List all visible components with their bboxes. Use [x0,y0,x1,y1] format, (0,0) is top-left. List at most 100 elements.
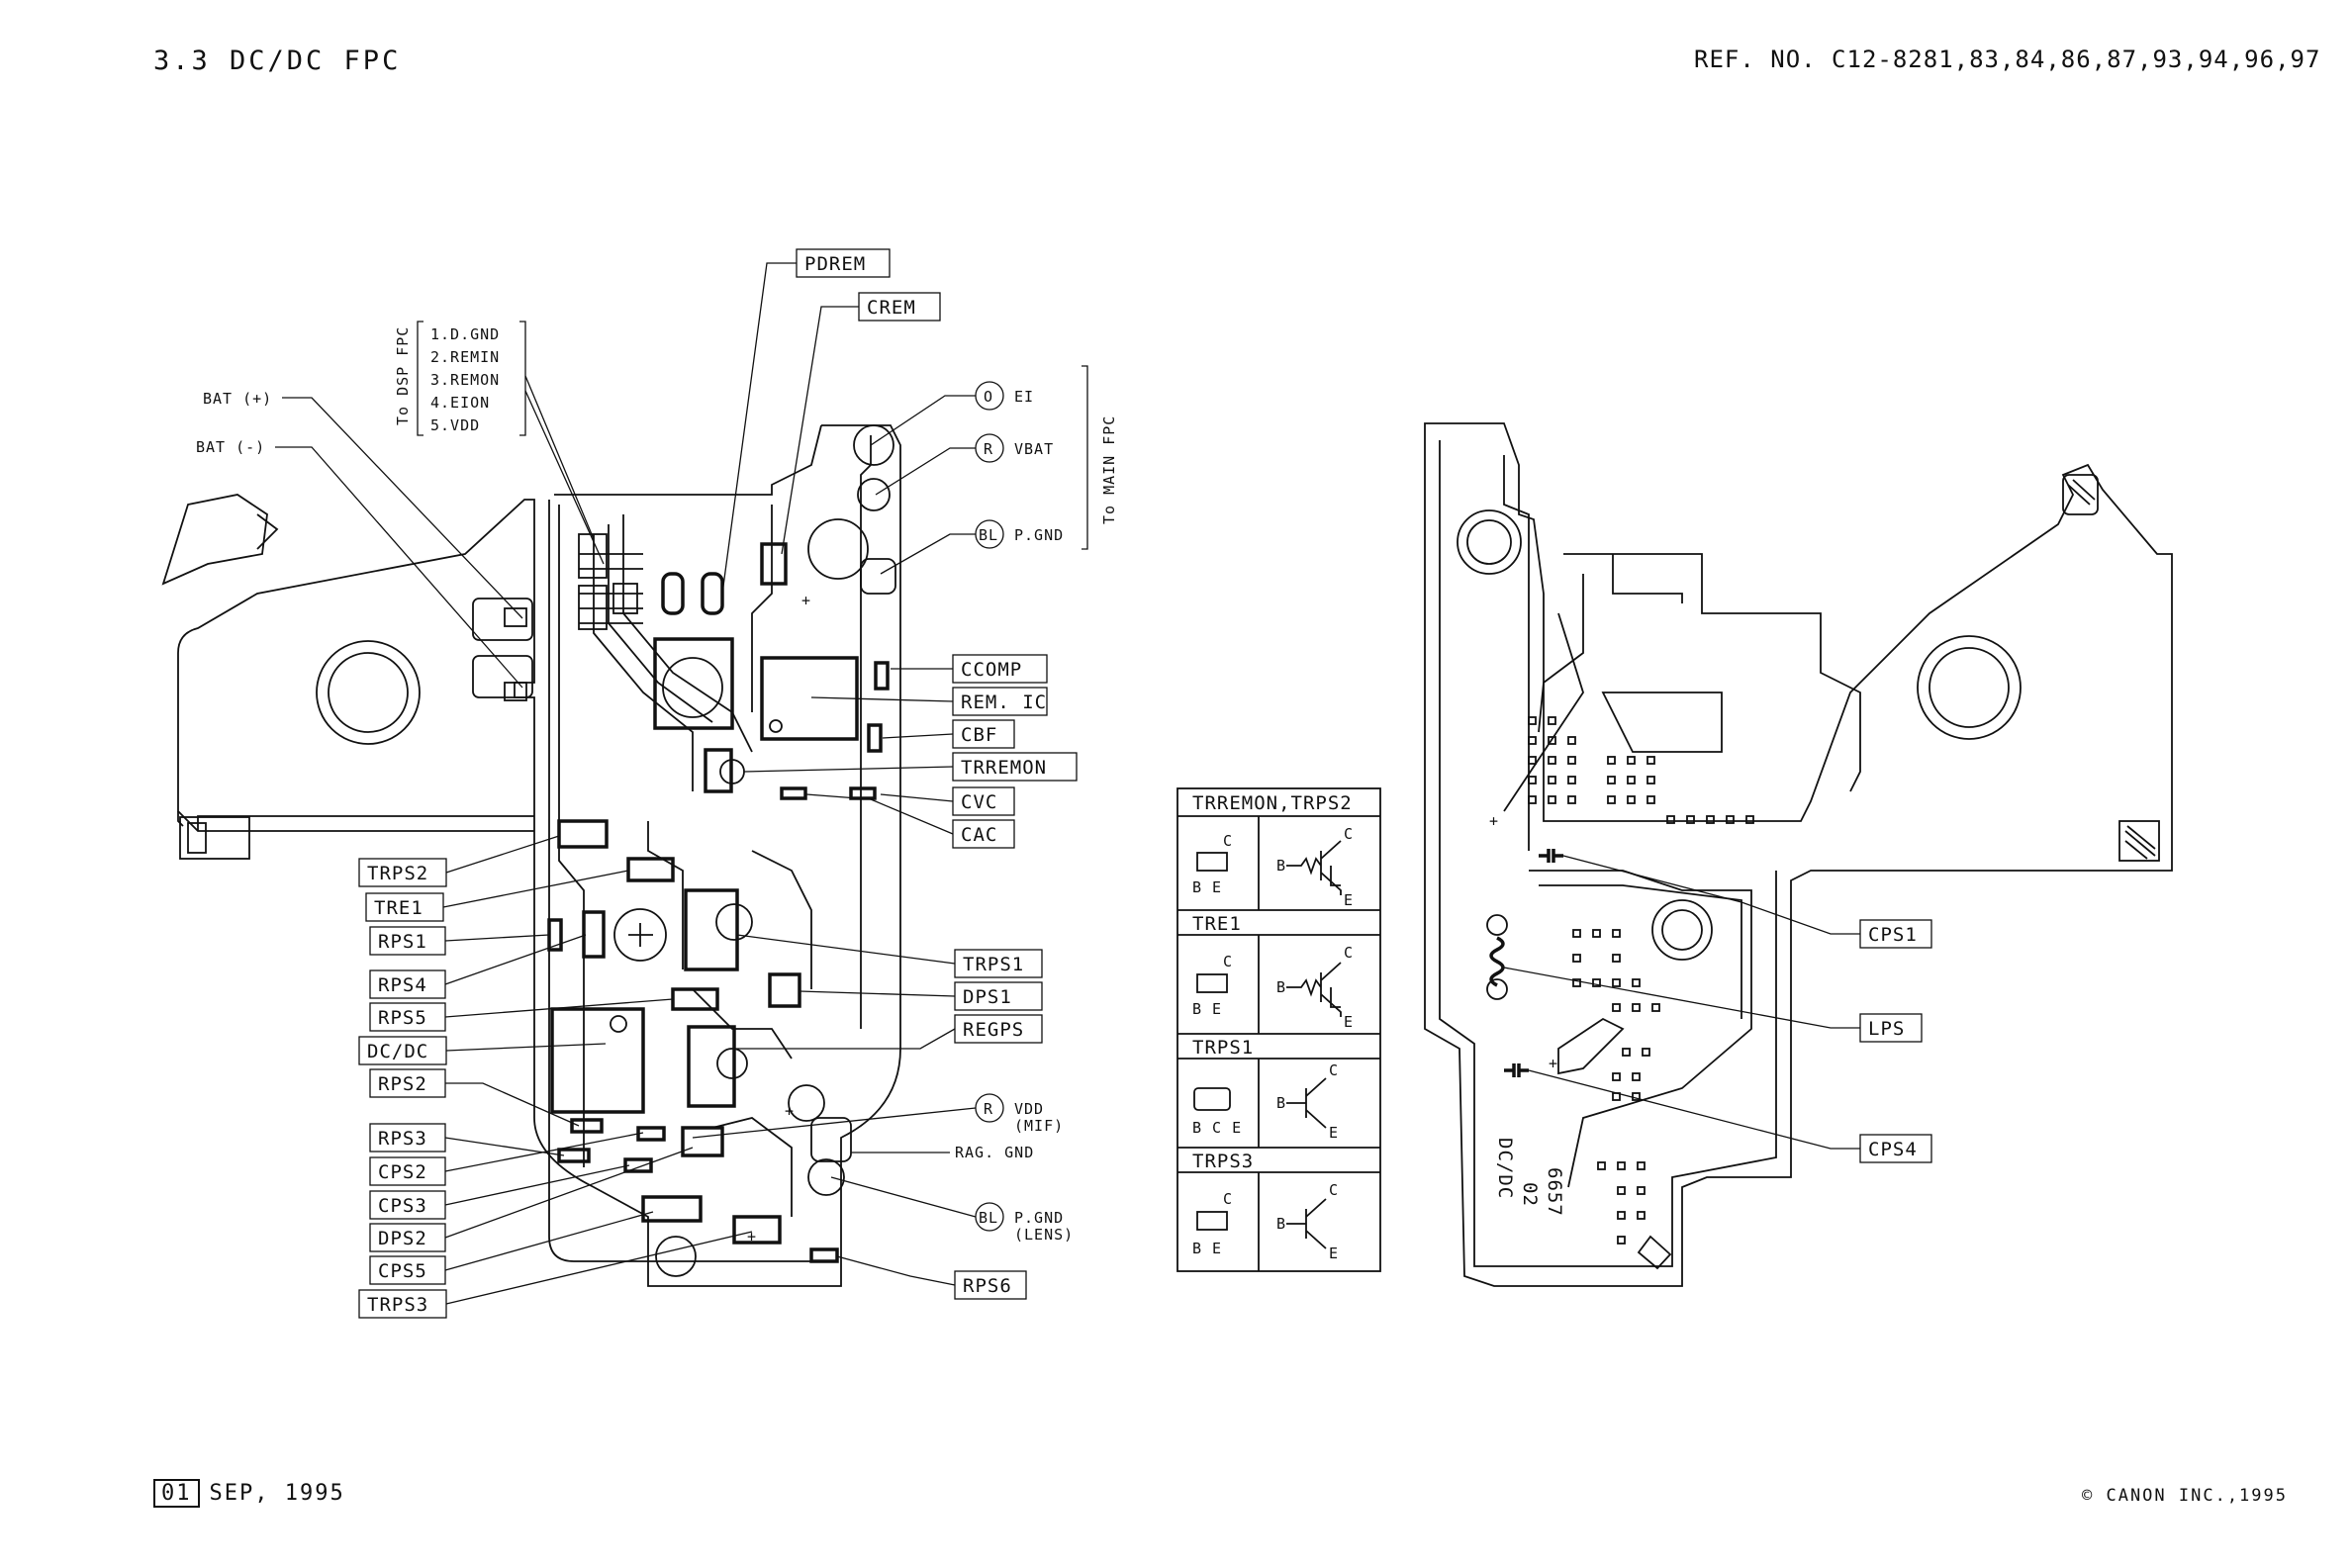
svg-text:TRPS2: TRPS2 [367,863,428,884]
svg-text:CCOMP: CCOMP [961,659,1022,681]
label-rps5: RPS5 [369,998,674,1032]
svg-text:(LENS): (LENS) [1014,1226,1074,1244]
svg-text:CPS1: CPS1 [1868,924,1918,946]
svg-text:B C E: B C E [1192,1119,1242,1137]
circle-mark-ei: O [984,388,993,406]
legend-title-trps1: TRPS1 [1192,1037,1254,1059]
trremon [704,748,733,793]
svg-text:BL: BL [979,1209,998,1227]
svg-text:RPS2: RPS2 [378,1073,427,1095]
label-cps4: CPS4 [1528,1069,1932,1163]
svg-text:C: C [1344,944,1354,962]
label-pdrem: PDREM [721,248,891,595]
right-pcb: + + 6657 [1424,422,2173,1287]
svg-text:R: R [984,1100,993,1118]
svg-text:REM. IC: REM. IC [961,692,1047,713]
svg-text:E: E [1329,1124,1339,1142]
trps3-part [732,1215,782,1245]
svg-text:TRE1: TRE1 [374,897,423,919]
svg-text:CPS5: CPS5 [378,1260,427,1282]
legend-title-trps3: TRPS3 [1192,1151,1254,1172]
svg-text:C: C [1344,825,1354,843]
svg-text:C: C [1329,1061,1339,1079]
dps2-part [681,1126,724,1157]
svg-text:+: + [785,1102,795,1120]
dsp-pin-4: 4.EION [430,394,490,412]
label-pgnd-lens: BL P.GND (LENS) [830,1176,1074,1244]
svg-text:C: C [1329,1181,1339,1199]
svg-text:CBF: CBF [961,724,997,746]
pdrem-block [653,637,734,730]
svg-text:REGPS: REGPS [963,1019,1024,1041]
svg-text:+: + [1549,1055,1558,1072]
legend-title-tre1: TRE1 [1192,913,1242,935]
svg-text:RPS1: RPS1 [378,931,427,953]
svg-text:B E: B E [1192,878,1222,896]
bat-minus-label: BAT (-) [196,438,265,456]
regps-part [687,1025,736,1108]
dps1-part [768,972,801,1008]
svg-text:TRPS1: TRPS1 [963,954,1024,975]
label-cvc: CVC [880,786,1015,816]
revision-box: 01 [153,1479,200,1508]
label-cps3: CPS3 [369,1164,630,1220]
svg-text:VDD: VDD [1014,1100,1044,1118]
label-trps1: TRPS1 [736,934,1043,978]
svg-text:E: E [1344,891,1354,909]
svg-text:+: + [747,1228,757,1245]
dsp-pin-2: 2.REMIN [430,348,500,366]
mount-hole-top [807,518,869,580]
cap-cps4 [1504,1063,1529,1077]
label-cps1: CPS1 [1562,855,1932,949]
label-pgnd: P.GND [1014,526,1064,544]
svg-text:B: B [1276,857,1286,875]
label-vbat: VBAT [1014,440,1054,458]
trps1-part [684,888,739,971]
date-text: SEP, 1995 [209,1481,345,1506]
svg-text:C: C [1223,953,1233,970]
svg-text:CPS2: CPS2 [378,1161,427,1183]
svg-text:B: B [1276,1215,1286,1233]
ref-number: REF. NO. C12-8281,83,84,86,87,93,94,96,9… [1694,46,2321,73]
svg-text:RPS4: RPS4 [378,974,427,996]
svg-text:PDREM: PDREM [804,253,866,275]
label-trps3: TRPS3 [358,1231,753,1319]
svg-text:TRREMON: TRREMON [961,757,1047,779]
legend-title-trremon: TRREMON,TRPS2 [1192,792,1353,814]
label-dps2: DPS2 [369,1147,694,1252]
svg-text:LPS: LPS [1868,1018,1905,1040]
label-ccomp: CCOMP [891,654,1048,684]
label-dcdc: DC/DC [358,1036,607,1065]
svg-text:(MIF): (MIF) [1014,1117,1064,1135]
svg-text:RPS3: RPS3 [378,1128,427,1150]
label-rps4: RPS4 [369,934,587,999]
silk-6657: 6657 [1544,1167,1565,1217]
svg-text:RPS6: RPS6 [963,1275,1012,1297]
svg-text:CAC: CAC [961,824,997,846]
svg-text:B E: B E [1192,1240,1222,1257]
bat-flap [161,494,268,586]
svg-text:C: C [1223,832,1233,850]
dcdc-ic [550,1007,645,1114]
label-rps2: RPS2 [369,1068,580,1127]
right-pad-square [1601,692,1723,753]
svg-text:DC/DC: DC/DC [367,1041,428,1062]
inductor-lps [1489,936,1505,987]
svg-text:B E: B E [1192,1000,1222,1018]
svg-text:DPS2: DPS2 [378,1228,427,1249]
label-lps: LPS [1503,967,1923,1043]
main-connector-label: O EI R VBAT BL P.GND To MAIN FPC [870,365,1118,575]
svg-text:B: B [1276,1094,1286,1112]
label-trremon: TRREMON [743,752,1078,782]
label-dps1: DPS1 [799,981,1043,1011]
dsp-pin-1: 1.D.GND [430,325,500,343]
bat-plus-label: BAT (+) [203,390,272,408]
copyright: © CANON INC.,1995 [2082,1486,2288,1506]
left-pcb: + + + [161,424,901,1287]
circle-mark-pgnd: BL [979,526,998,544]
label-crem: CREM [781,292,941,555]
label-rag-gnd: RAG. GND [955,1144,1034,1161]
pad-grid [1528,716,1754,1245]
svg-text:E: E [1329,1245,1339,1262]
